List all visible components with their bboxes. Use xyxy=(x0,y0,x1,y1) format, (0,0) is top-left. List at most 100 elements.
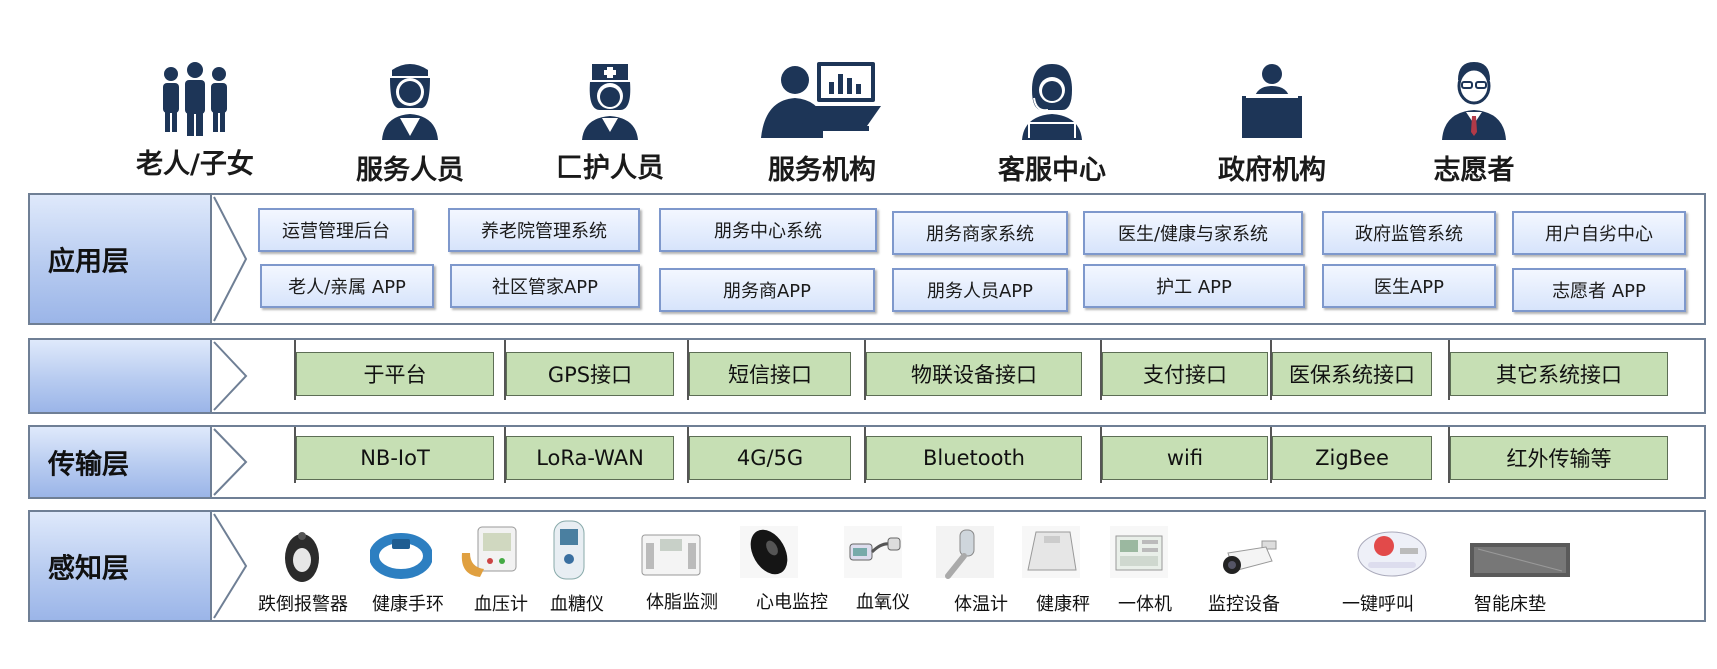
app-community-steward-app[interactable]: 社区管家APP xyxy=(450,264,640,308)
device-health-scale[interactable] xyxy=(1020,522,1082,582)
divider xyxy=(504,427,506,483)
role-government: 政府机构 xyxy=(1182,60,1362,200)
thermometer-icon xyxy=(936,526,994,579)
emergency-call-button-icon xyxy=(1357,531,1427,577)
app-user-self-service-center[interactable]: 用户自劣中心 xyxy=(1512,211,1686,255)
role-customer-service: 客服中心 xyxy=(962,60,1142,200)
nurse-icon xyxy=(582,64,638,140)
role-label: 服务机构 xyxy=(768,155,876,186)
role-service-staff: 服务人员 xyxy=(320,60,500,200)
interface-iot-device[interactable]: 物联设备接口 xyxy=(866,352,1082,396)
ecg-monitor-icon xyxy=(740,526,798,578)
transport-nb-iot[interactable]: NB-IoT xyxy=(296,436,494,480)
app-caregiver-app[interactable]: 护工 APP xyxy=(1083,264,1305,308)
app-elderly-family-app[interactable]: 老人/亲属 APP xyxy=(260,264,434,308)
app-volunteer-app[interactable]: 志愿者 APP xyxy=(1512,268,1686,312)
app-service-provider-app[interactable]: 朋务商APP xyxy=(659,268,875,312)
interface-medical-insurance[interactable]: 医保系统接口 xyxy=(1272,352,1432,396)
female-staff-icon xyxy=(382,64,438,140)
role-label: 服务人员 xyxy=(356,155,464,186)
divider xyxy=(687,340,689,400)
person-computer-chart-icon xyxy=(761,62,881,138)
role-label: 客服中心 xyxy=(998,155,1106,186)
glucose-meter-icon xyxy=(553,520,585,580)
headset-agent-icon xyxy=(1022,64,1082,140)
device-body-fat[interactable] xyxy=(640,524,702,584)
transport-infrared[interactable]: 红外传输等 xyxy=(1450,436,1668,480)
health-scale-icon xyxy=(1022,526,1080,578)
layer-label: 感知层 xyxy=(30,512,212,620)
all-in-one-machine-icon xyxy=(1110,526,1168,578)
device-ecg[interactable] xyxy=(738,522,800,582)
device-emergency-call[interactable] xyxy=(1354,522,1430,582)
podium-official-icon xyxy=(1242,64,1302,138)
transport-4g-5g[interactable]: 4G/5G xyxy=(689,436,851,480)
app-service-center-system[interactable]: 朋务中心系统 xyxy=(659,208,877,252)
app-service-staff-app[interactable]: 朋务人员APP xyxy=(892,268,1068,312)
interface-cloud-platform[interactable]: 于平台 xyxy=(296,352,494,396)
chevron-right-icon xyxy=(213,196,248,322)
layer-label xyxy=(30,340,212,412)
device-label: 一体机 xyxy=(1118,594,1172,615)
role-elderly-family: 老人/子女 xyxy=(105,60,285,200)
app-doctor-app[interactable]: 医生APP xyxy=(1322,264,1496,308)
divider xyxy=(864,340,866,400)
app-doctor-system[interactable]: 医生/健康与家系统 xyxy=(1083,211,1303,255)
divider xyxy=(294,340,296,400)
app-merchant-system[interactable]: 朋务商家系统 xyxy=(892,211,1068,255)
divider xyxy=(1270,340,1272,400)
transport-zigbee[interactable]: ZigBee xyxy=(1272,436,1432,480)
role-care-staff: 匚护人员 xyxy=(520,60,700,200)
volunteer-glasses-icon xyxy=(1442,62,1506,140)
chevron-right-icon xyxy=(213,341,248,411)
device-glucose-meter[interactable] xyxy=(546,520,592,580)
interface-payment[interactable]: 支付接口 xyxy=(1102,352,1268,396)
layer-title: 应用层 xyxy=(48,246,129,278)
cctv-camera-icon xyxy=(1223,540,1277,574)
device-thermometer[interactable] xyxy=(934,522,996,582)
transport-bluetooth[interactable]: Bluetooth xyxy=(866,436,1082,480)
divider xyxy=(864,427,866,483)
transport-lora-wan[interactable]: LoRa-WAN xyxy=(506,436,674,480)
device-label: 体脂监测 xyxy=(646,592,718,613)
divider xyxy=(1270,427,1272,483)
device-label: 血压计 xyxy=(474,594,528,615)
device-cctv[interactable] xyxy=(1218,532,1280,592)
divider xyxy=(1100,340,1102,400)
layer-label: 应用层 xyxy=(30,195,212,323)
role-volunteer: 志愿者 xyxy=(1384,60,1564,200)
chevron-right-icon xyxy=(213,428,248,496)
wristband-icon xyxy=(370,533,432,579)
role-service-institution: 服务机构 xyxy=(732,60,912,200)
device-label: 心电监控 xyxy=(756,592,828,613)
device-wristband[interactable] xyxy=(370,526,432,586)
device-fall-alarm[interactable] xyxy=(276,526,328,586)
divider xyxy=(687,427,689,483)
divider xyxy=(1100,427,1102,483)
interface-other-systems[interactable]: 其它系统接口 xyxy=(1450,352,1668,396)
interface-sms[interactable]: 短信接口 xyxy=(689,352,851,396)
device-label: 健康秤 xyxy=(1036,594,1090,615)
role-label: 匚护人员 xyxy=(556,153,664,184)
divider xyxy=(1448,427,1450,483)
app-ops-backend[interactable]: 运营管理后台 xyxy=(258,208,414,252)
interface-gps[interactable]: GPS接口 xyxy=(506,352,674,396)
app-gov-supervision-system[interactable]: 政府监管系统 xyxy=(1322,211,1496,255)
layer-title: 感知层 xyxy=(48,553,129,585)
device-label: 健康手环 xyxy=(372,594,444,615)
role-label: 老人/子女 xyxy=(136,149,254,180)
layer-title: 传输层 xyxy=(48,449,129,481)
device-label: 监控设备 xyxy=(1208,594,1280,615)
device-blood-pressure[interactable] xyxy=(458,522,520,582)
device-label: 跌倒报警器 xyxy=(258,594,348,615)
device-label: 一键呼叫 xyxy=(1342,594,1414,615)
transport-wifi[interactable]: wifi xyxy=(1102,436,1268,480)
device-smart-mattress[interactable] xyxy=(1468,530,1572,590)
divider xyxy=(1448,340,1450,400)
blood-pressure-monitor-icon xyxy=(461,526,517,577)
device-oximeter[interactable] xyxy=(842,522,904,582)
app-nursing-home-system[interactable]: 养老院管理系统 xyxy=(448,208,640,252)
smart-mattress-icon xyxy=(1470,543,1570,577)
oximeter-icon xyxy=(844,526,902,578)
device-all-in-one[interactable] xyxy=(1108,522,1170,582)
